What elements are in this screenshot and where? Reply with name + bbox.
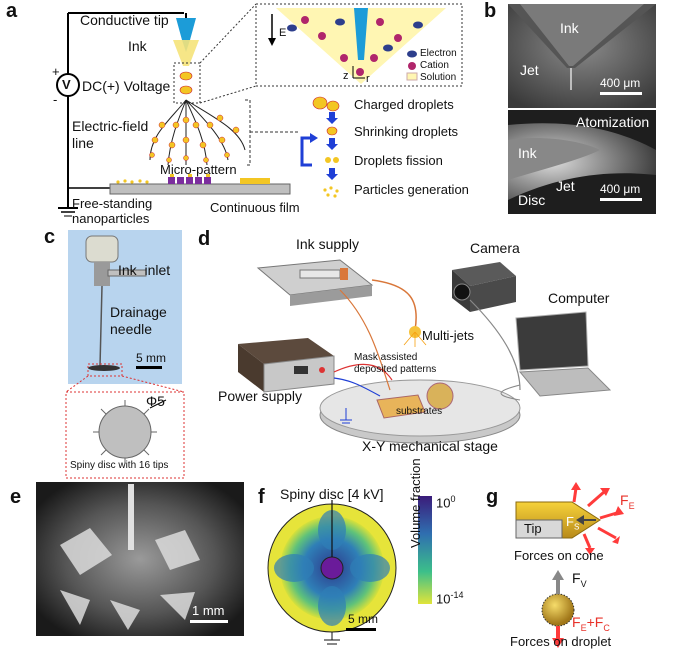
legend-solution: Solution	[420, 72, 457, 83]
b-bottom-ink: Ink	[518, 145, 537, 161]
b-top-ink: Ink	[560, 20, 579, 36]
micro-pattern-label: Micro-pattern	[160, 162, 237, 177]
legend-electron: Electron	[420, 48, 457, 59]
g-fs: FS	[566, 514, 580, 532]
z-axis-label: z	[343, 70, 349, 82]
panel-c-label: c	[44, 226, 56, 248]
legend-cation: Cation	[420, 60, 449, 71]
step-charged-droplets: Charged droplets	[354, 97, 454, 112]
e-field-label: E	[279, 27, 287, 39]
g-cone-caption: Forces on cone	[514, 548, 604, 563]
d-stage: X-Y mechanical stage	[362, 438, 498, 454]
b-top-jet: Jet	[520, 62, 539, 78]
g-fe: FE	[620, 492, 635, 511]
g-fv: FV	[572, 570, 587, 589]
panel-a-label: a	[6, 0, 18, 22]
panel-f-label: f	[258, 486, 265, 508]
c-caption: Spiny disc with 16 tips	[70, 460, 169, 471]
ink-label: Ink	[128, 38, 147, 54]
conductive-tip-label: Conductive tip	[80, 12, 169, 28]
d-ink-supply: Ink supply	[296, 236, 360, 252]
d-power-supply: Power supply	[218, 388, 303, 404]
voltage-minus: -	[53, 92, 58, 107]
f-cb-bottom: 10-14	[436, 590, 464, 607]
b-bottom-disc: Disc	[518, 192, 546, 208]
step-shrinking-droplets: Shrinking droplets	[354, 124, 459, 139]
voltage-plus: +	[52, 64, 60, 79]
continuous-film-label: Continuous film	[210, 200, 300, 215]
f-title: Spiny disc [4 kV]	[280, 486, 384, 502]
panel-g-label: g	[486, 486, 499, 508]
c-ink-inlet: Ink inlet	[118, 262, 171, 278]
panel-d-label: d	[198, 228, 211, 250]
d-computer: Computer	[548, 290, 610, 306]
b-bottom-jet: Jet	[556, 178, 575, 194]
c-scale: 5 mm	[136, 351, 166, 365]
e-scale: 1 mm	[192, 603, 225, 618]
panel-b-label: b	[484, 0, 497, 22]
g-fefc: FE+FC	[572, 614, 610, 633]
d-multi-jets: Multi-jets	[422, 328, 475, 343]
g-tip: Tip	[524, 521, 542, 536]
c-drainage-needle: Drainage needle	[110, 304, 167, 337]
b-top-scale: 400 μm	[600, 76, 641, 90]
b-bottom-scale: 400 μm	[600, 182, 641, 196]
step-particles-generation: Particles generation	[354, 182, 469, 197]
voltage-v-symbol: V	[62, 77, 71, 92]
b-bottom-atomization: Atomization	[576, 114, 650, 130]
free-standing-label: Free-standing nanoparticles	[72, 196, 153, 226]
d-mask: Mask assisted deposited patterns	[354, 352, 437, 375]
step-droplets-fission: Droplets fission	[354, 153, 443, 168]
f-scale: 5 mm	[348, 612, 378, 626]
field-line-label: Electric-field line	[72, 118, 149, 151]
c-phi: Φ5	[146, 393, 165, 409]
f-cb-top: 100	[436, 494, 456, 511]
g-droplet-caption: Forces on droplet	[510, 634, 612, 649]
d-camera: Camera	[470, 240, 520, 256]
panel-e-label: e	[10, 486, 22, 508]
r-axis-label: r	[366, 73, 370, 85]
voltage-label: DC(+) Voltage	[82, 78, 171, 94]
d-substrates: substrates	[396, 406, 443, 417]
